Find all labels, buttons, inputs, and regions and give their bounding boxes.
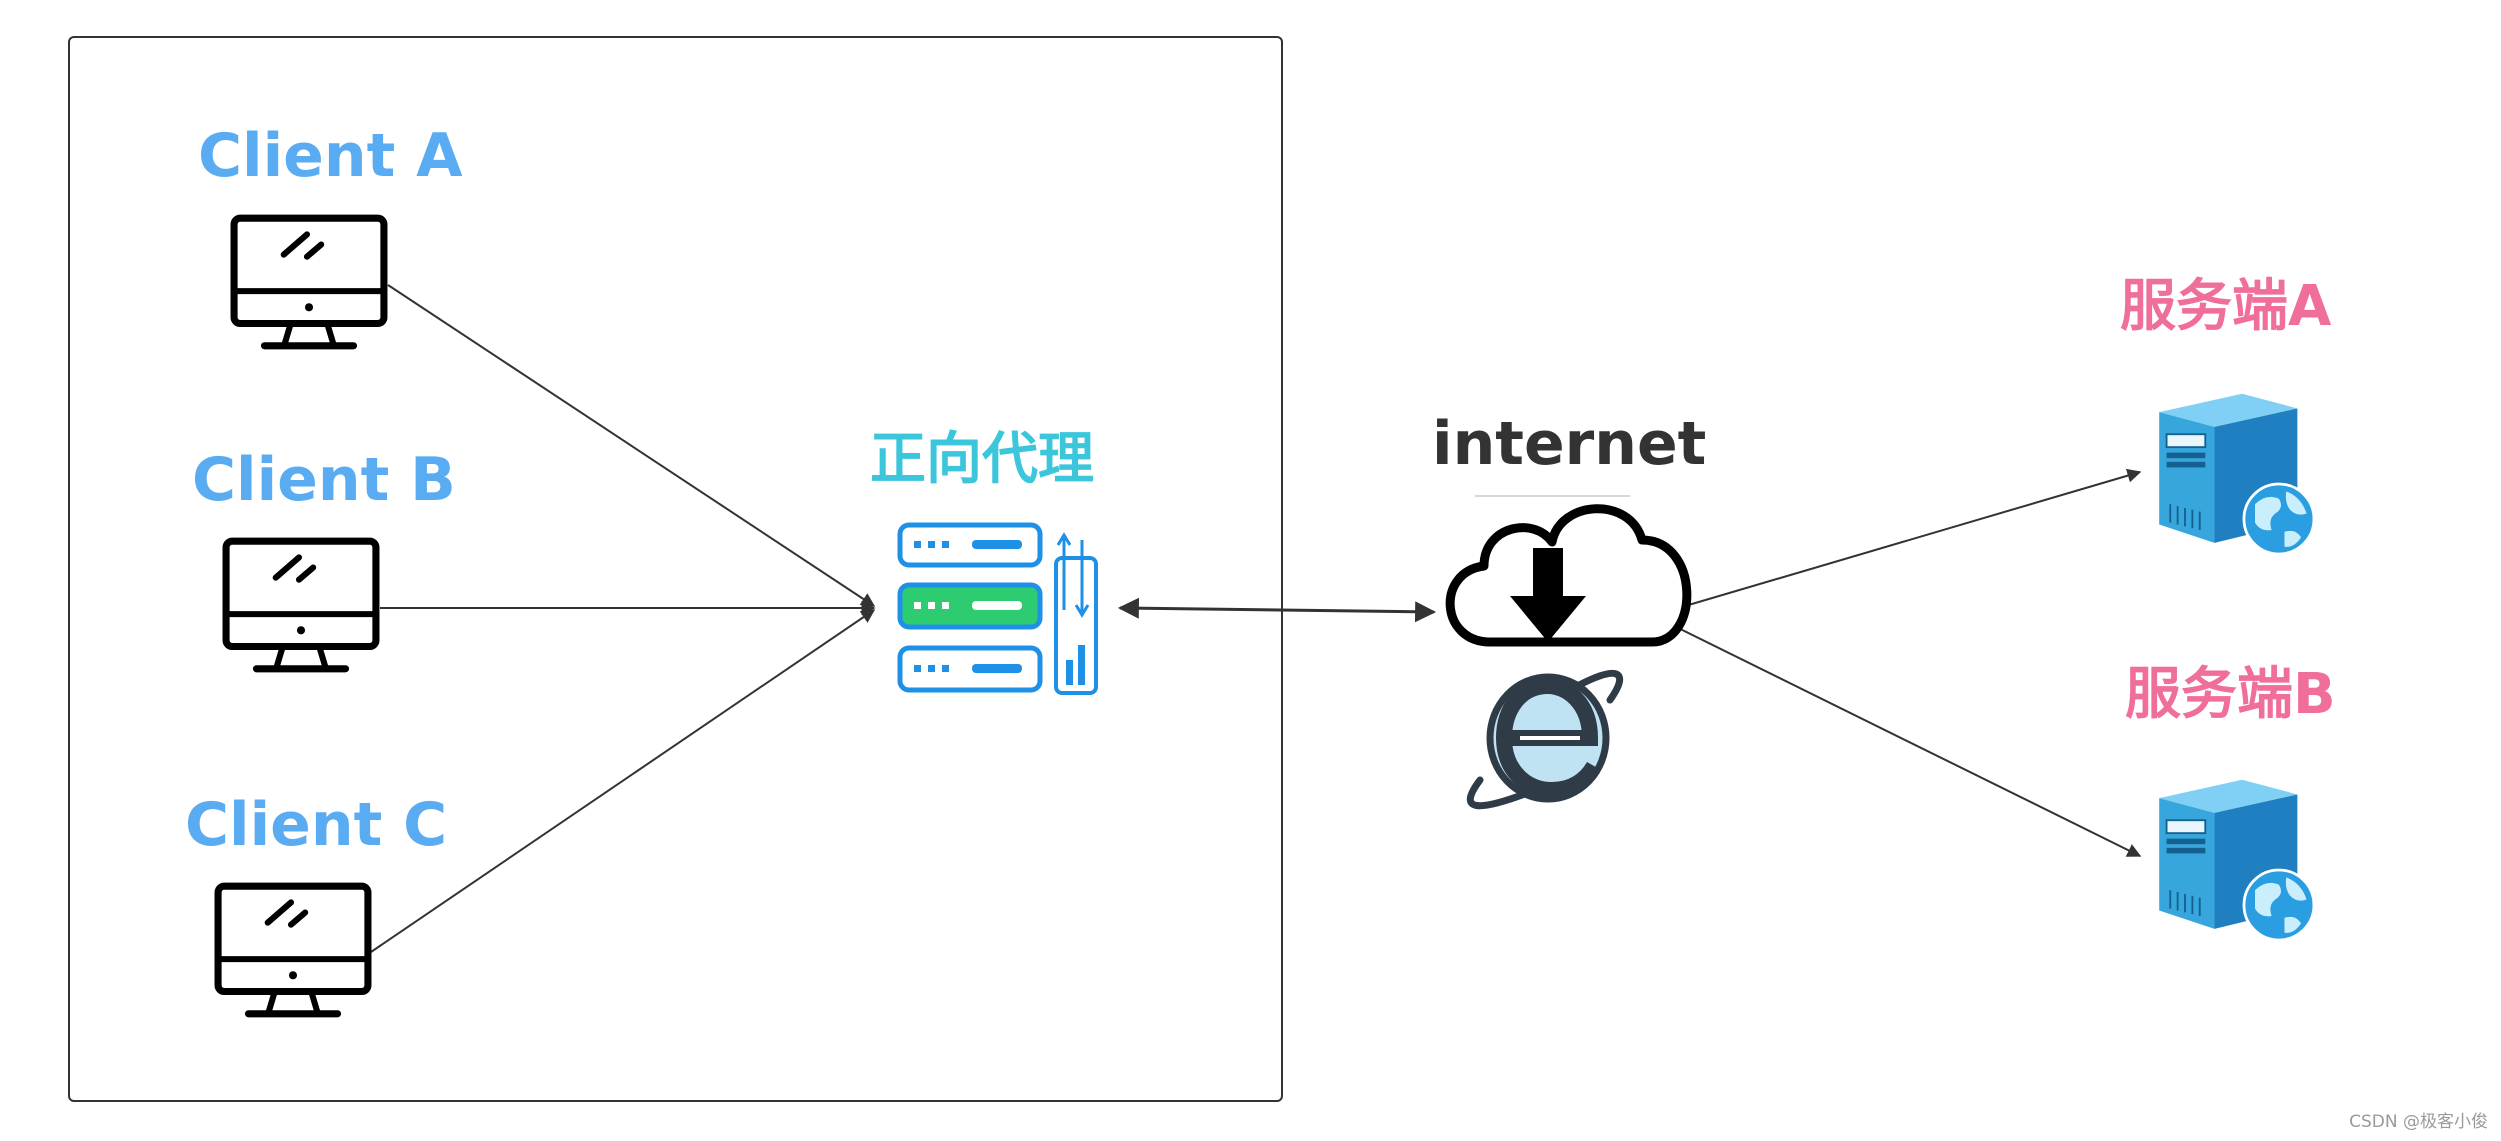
internet-server-a-arrow [1656, 468, 2142, 618]
client-a-to-proxy-line [387, 284, 876, 607]
proxy-internet-arrow [1117, 597, 1437, 623]
server-b-icon [2157, 778, 2316, 942]
client-b-label: Client B [192, 445, 456, 515]
client-a-monitor-icon [234, 218, 384, 346]
client-c-label: Client C [185, 790, 447, 860]
proxy-label: 正向代理 [870, 427, 1094, 492]
server-a-icon [2157, 392, 2316, 556]
client-c-to-proxy-line [370, 609, 876, 953]
internet-label: internet [1432, 409, 1706, 479]
client-group-box [68, 36, 1283, 1102]
server-b-label: 服务端B [2125, 662, 2336, 727]
proxy-server-icon [897, 522, 1098, 695]
client-c-monitor-icon [218, 886, 368, 1014]
watermark: CSDN @极客小俊 [2349, 1112, 2488, 1132]
cloud-download-icon [1445, 504, 1692, 647]
server-a-label: 服务端A [2120, 274, 2332, 339]
client-a-label: Client A [198, 121, 463, 191]
browser-e-icon [1466, 669, 1623, 810]
client-b-monitor-icon [226, 541, 376, 669]
internet-server-b-arrow [1656, 617, 2142, 857]
